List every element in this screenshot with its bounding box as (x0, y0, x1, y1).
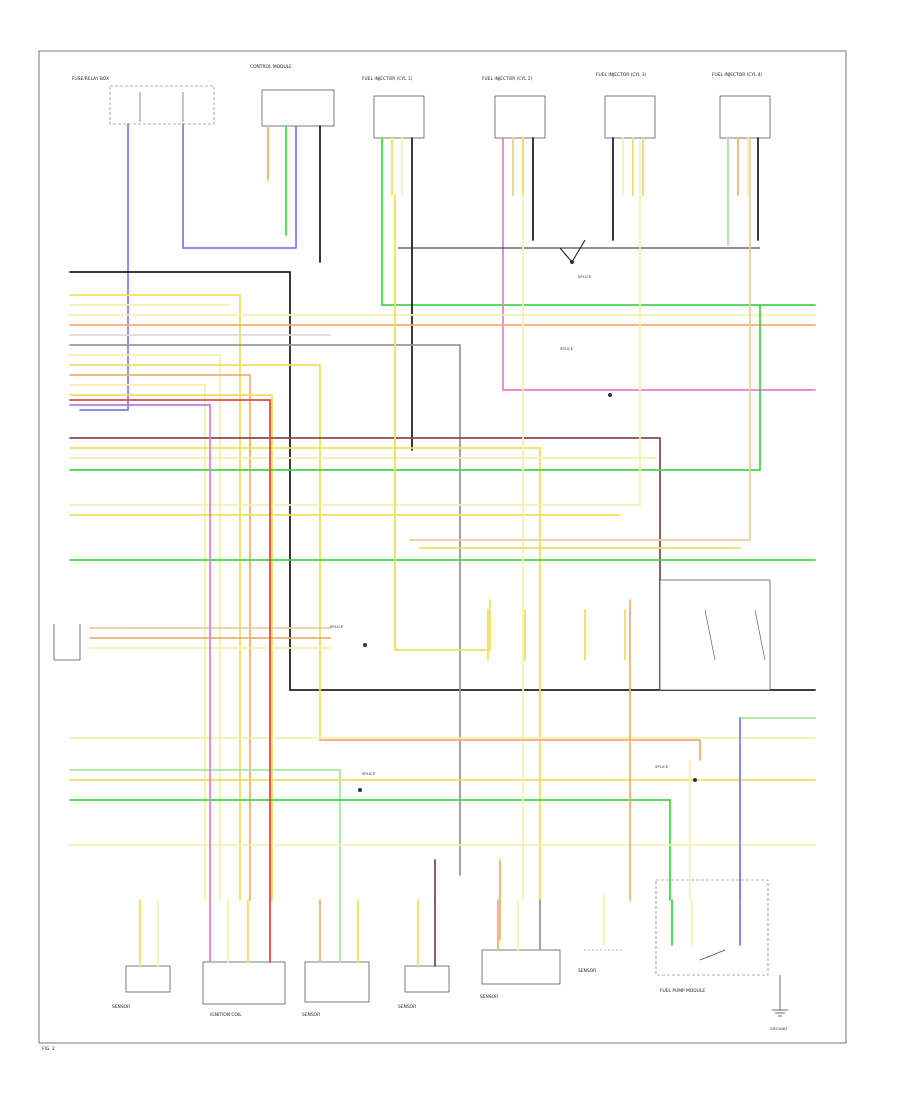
sensor-5: SENSOR (578, 894, 624, 974)
fuel-injector-1-label: FUEL INJECTOR (CYL 1) (362, 76, 413, 82)
fuel-injector-4: FUEL INJECTOR (CYL 4) (712, 72, 771, 139)
page-label: FIG. 2 (42, 1046, 55, 1052)
relay-box-right (659, 579, 771, 691)
fuel-injector-1: FUEL INJECTOR (CYL 1) (362, 76, 425, 139)
fuel-injector-2: FUEL INJECTOR (CYL 2) (482, 76, 546, 139)
splice-3 (363, 643, 367, 647)
ignition-coil-label: IGNITION COIL (210, 1012, 242, 1018)
fuse-relay-box-label: FUSE/RELAY BOX (72, 76, 109, 82)
control-module-label: CONTROL MODULE (250, 64, 292, 70)
fuel-pump-module: FUEL PUMP MODULE (655, 869, 769, 994)
splice-4-label: SPLICE (362, 771, 376, 776)
diagram-frame (38, 50, 847, 1044)
splice-5-label: SPLICE (655, 764, 669, 769)
fuel-injector-3: FUEL INJECTOR (CYL 3) (596, 72, 656, 139)
wire-harness-top (79, 123, 816, 451)
sensor-2-label: SENSOR (302, 1012, 320, 1018)
sensor-4-label: SENSOR (480, 994, 498, 1000)
control-module: CONTROL MODULE (250, 64, 335, 127)
sensor-1: SENSOR (112, 899, 171, 1010)
splice-1-label: SPLICE (578, 274, 592, 279)
fuel-injector-4-label: FUEL INJECTOR (CYL 4) (712, 72, 763, 78)
wire-bus-left (69, 139, 816, 901)
splice-group: SPLICE SPLICE SPLICE SPLICE SPLICE (330, 260, 697, 792)
sensor-1-label: SENSOR (112, 1004, 130, 1010)
sensor-4: SENSOR (480, 899, 561, 1000)
fuse-relay-box: FUSE/RELAY BOX (72, 76, 215, 125)
mid-sensor-connectors (487, 609, 626, 661)
splice-2-label: SPLICE (560, 346, 574, 351)
sensor-3-label: SENSOR (398, 1004, 416, 1010)
splice-4 (358, 788, 362, 792)
ground-label: GROUND (770, 1026, 787, 1031)
splice-5 (693, 778, 697, 782)
sensor-3: SENSOR (398, 899, 450, 1010)
fuel-injector-3-label: FUEL INJECTOR (CYL 3) (596, 72, 647, 78)
fuel-pump-module-label: FUEL PUMP MODULE (660, 988, 705, 994)
sensor-5-label: SENSOR (578, 968, 596, 974)
ground-symbol: GROUND (770, 975, 788, 1031)
ignition-coil: IGNITION COIL (202, 899, 286, 1018)
fuel-injector-2-label: FUEL INJECTOR (CYL 2) (482, 76, 533, 82)
sensor-2: SENSOR (302, 899, 370, 1018)
splice-2 (608, 393, 612, 397)
splice-1 (570, 260, 574, 264)
splice-3-label: SPLICE (330, 624, 344, 629)
wire-bus-right (209, 139, 816, 941)
connector-left-side (53, 624, 81, 661)
